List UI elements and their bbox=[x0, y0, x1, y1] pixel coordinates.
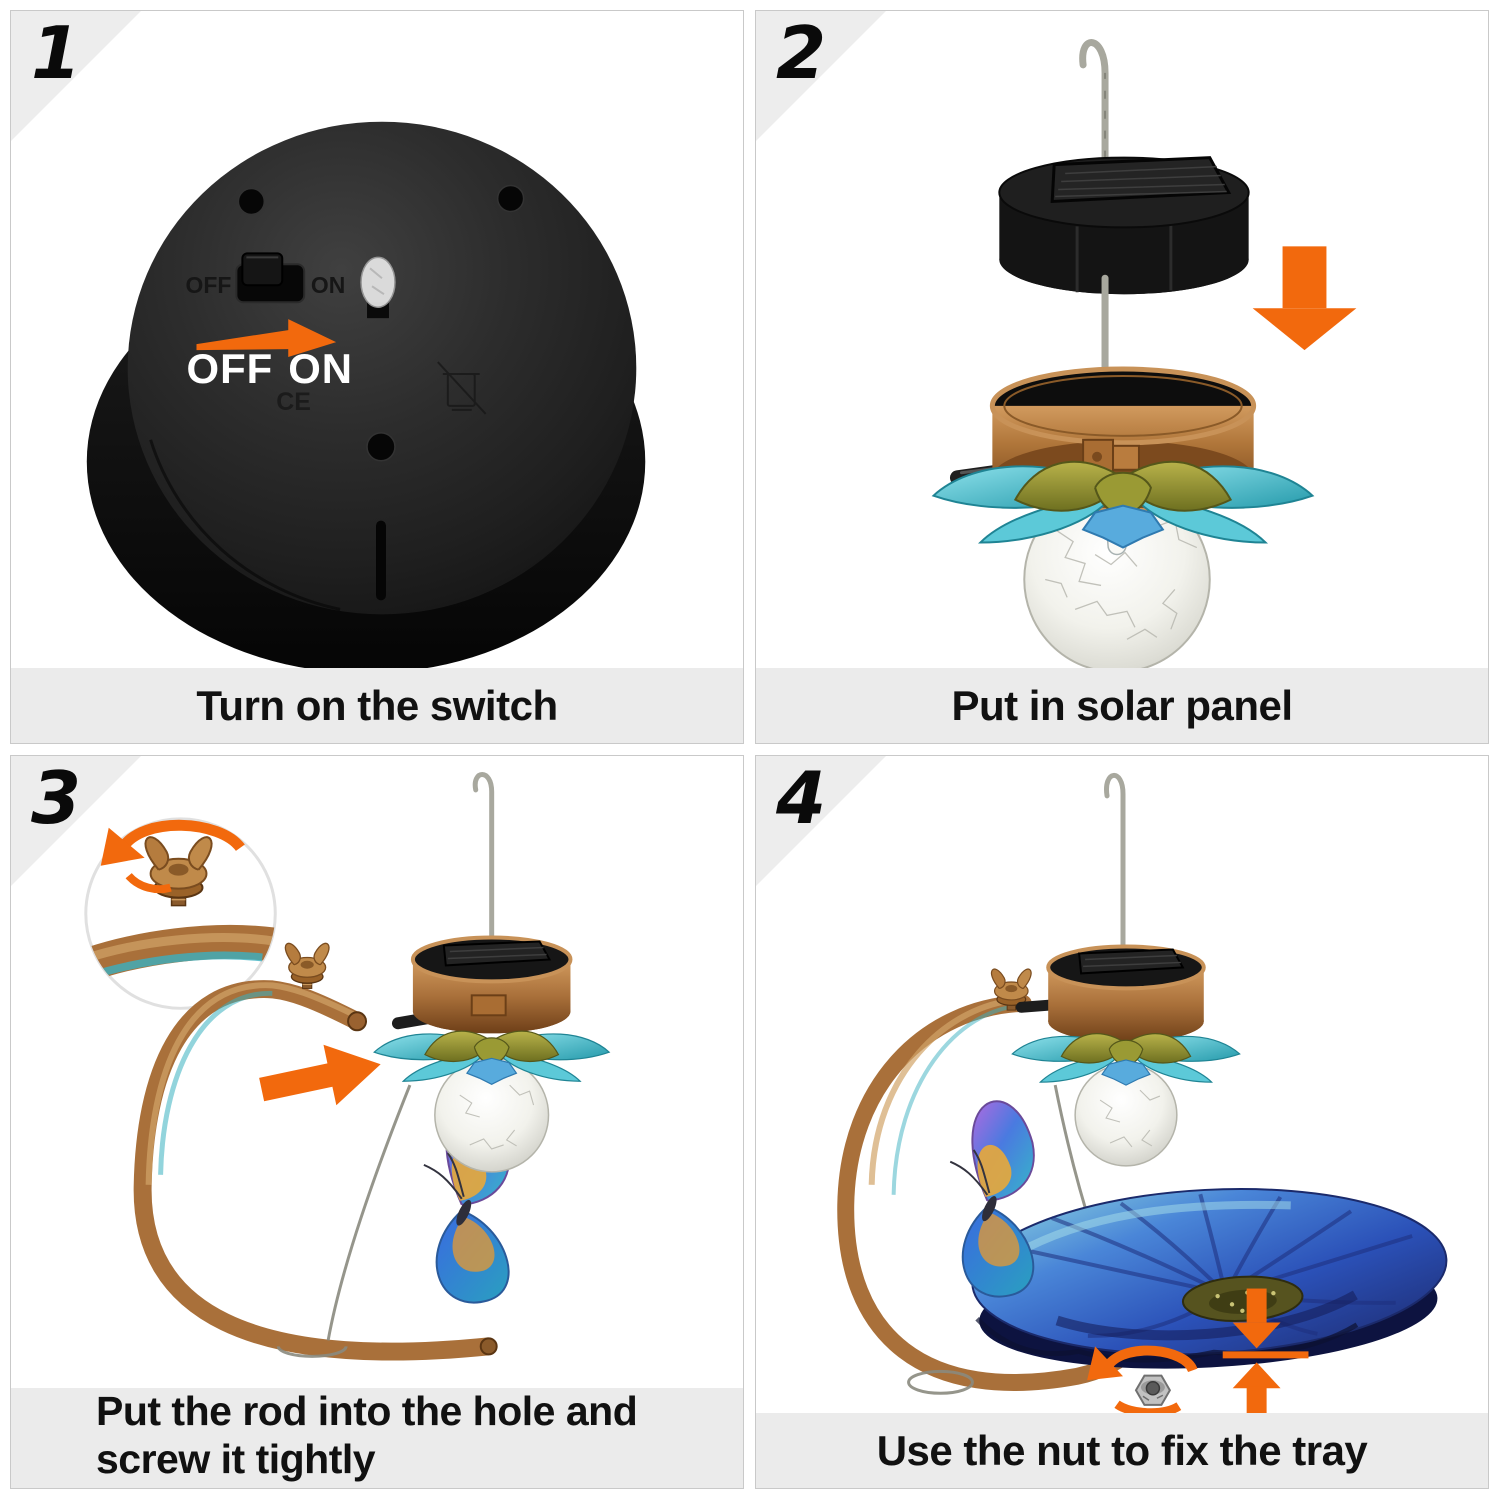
step-badge-triangle bbox=[11, 756, 141, 886]
step-number: 4 bbox=[776, 756, 826, 840]
power-switch bbox=[235, 252, 306, 304]
switch-on-label: ON bbox=[288, 345, 353, 392]
led-bulb bbox=[360, 256, 396, 319]
step-badge-triangle bbox=[756, 756, 886, 886]
flower-petals bbox=[931, 460, 1315, 549]
rod-insert-photo bbox=[84, 772, 611, 1361]
battery-cover-disc: OFF ON OFF ON CE bbox=[86, 121, 646, 674]
solar-cell bbox=[1050, 156, 1232, 204]
hanging-hook-wire bbox=[1079, 39, 1109, 422]
hex-nut bbox=[1134, 1374, 1172, 1406]
butterfly-ornament bbox=[949, 1100, 1035, 1298]
caption-line: screw it tightly bbox=[96, 1435, 376, 1482]
step-panel-4: 4 Use the nut to fix the tray bbox=[755, 755, 1489, 1489]
screw-hole bbox=[366, 432, 396, 462]
solar-panel-assembly-photo bbox=[931, 39, 1357, 674]
solar-cell bbox=[1078, 948, 1185, 975]
rotate-arrow-icon bbox=[1087, 1345, 1198, 1418]
battery-cover-photo: OFF ON OFF ON CE bbox=[86, 121, 646, 674]
step-badge-triangle bbox=[756, 11, 886, 141]
screw-hole bbox=[496, 184, 525, 213]
wing-nut bbox=[284, 942, 330, 990]
step-number: 3 bbox=[31, 756, 81, 840]
switch-off-label: OFF bbox=[187, 345, 274, 392]
step-panel-2: 2 Put in solar panel bbox=[755, 10, 1489, 744]
arrow-right-icon bbox=[196, 319, 337, 358]
screw-hole bbox=[237, 187, 266, 216]
hanging-solar-lamp bbox=[1011, 773, 1241, 1167]
hanging-solar-lamp bbox=[373, 772, 611, 1173]
arrow-down-icon bbox=[1252, 246, 1357, 351]
blue-flower-cup bbox=[1081, 504, 1165, 549]
step-number: 2 bbox=[776, 11, 826, 95]
wheelie-bin-icon bbox=[437, 361, 487, 415]
solar-panel-unit bbox=[998, 156, 1250, 295]
step-caption: Put the rod into the hole and screw it t… bbox=[11, 1388, 743, 1488]
solar-cell bbox=[442, 940, 552, 967]
blue-flower-tray bbox=[971, 1188, 1448, 1369]
embossed-on-label: ON bbox=[311, 272, 345, 298]
step-caption: Use the nut to fix the tray bbox=[756, 1413, 1488, 1488]
step-panel-3: 3 Put the rod into the hole and screw it… bbox=[10, 755, 744, 1489]
step-number: 1 bbox=[31, 11, 81, 95]
curved-stand bbox=[133, 980, 498, 1361]
embossed-off-label: OFF bbox=[186, 272, 232, 298]
caption-line: Put the rod into the hole and bbox=[96, 1388, 638, 1434]
step-caption: Put in solar panel bbox=[756, 668, 1488, 743]
flower-petals bbox=[373, 1030, 611, 1085]
ce-mark: CE bbox=[276, 388, 311, 416]
tighten-gap-arrows-icon bbox=[1222, 1288, 1309, 1419]
step-caption: Turn on the switch bbox=[11, 668, 743, 743]
step-panel-1: OFF ON OFF ON CE 1 Turn on the switch bbox=[10, 10, 744, 744]
flower-petals bbox=[1011, 1033, 1241, 1086]
arrow-right-icon bbox=[259, 1044, 381, 1106]
step-badge-triangle bbox=[11, 11, 141, 141]
fix-tray-photo bbox=[837, 773, 1448, 1419]
